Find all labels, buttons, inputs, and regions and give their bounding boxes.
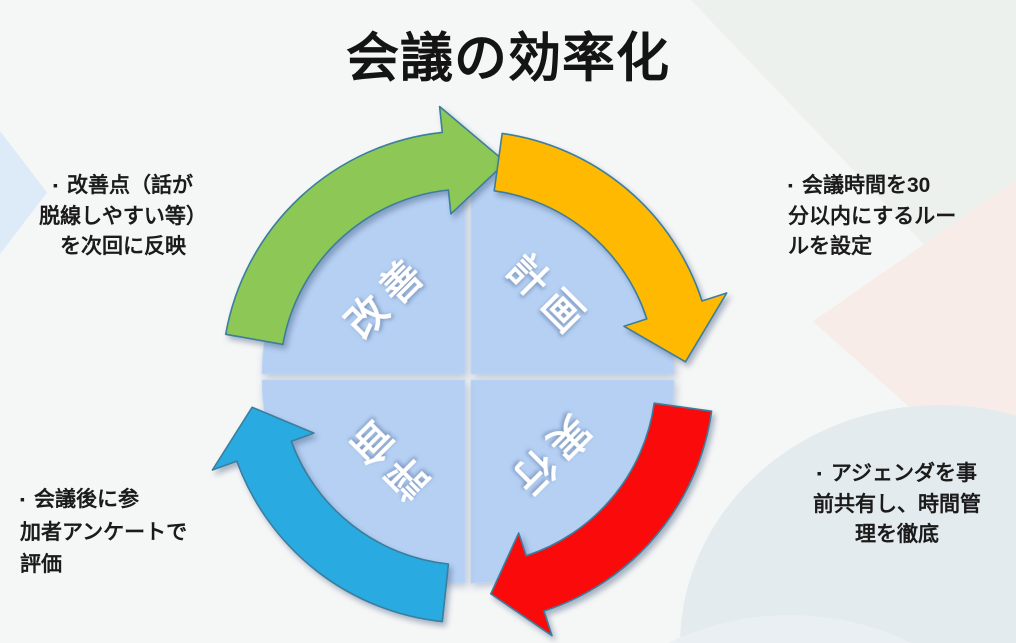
note-plan: ▪会議時間を30 分以内にするルー ルを設定 xyxy=(788,171,1012,262)
note-check: ▪会議後に参 加者アンケートで 評価 xyxy=(20,484,220,581)
note-act-text: 改善点（話が 脱線しやすい等） を次回に反映 xyxy=(39,174,207,258)
arrow-check-blue xyxy=(211,406,450,623)
arrow-act-green xyxy=(224,105,507,346)
bullet-icon: ▪ xyxy=(816,465,822,481)
arrow-plan-orange xyxy=(493,132,728,363)
note-check-text: 会議後に参 加者アンケートで 評価 xyxy=(20,488,188,576)
note-plan-text: 会議時間を30 分以内にするルー ルを設定 xyxy=(788,174,957,258)
bullet-icon: ▪ xyxy=(788,177,793,193)
bullet-icon: ▪ xyxy=(53,177,58,193)
page-title: 会議の効率化 xyxy=(346,29,670,88)
bullet-icon: ▪ xyxy=(20,491,25,507)
note-do-text: アジェンダを事 前共有し、時間管 理を徹底 xyxy=(813,462,981,546)
note-do: ▪アジェンダを事 前共有し、時間管 理を徹底 xyxy=(783,459,1011,550)
arrow-do-red xyxy=(490,402,713,637)
note-act: ▪改善点（話が 脱線しやすい等） を次回に反映 xyxy=(16,171,230,262)
pdca-cycle-diagram: 改善 計画 実行 評価 xyxy=(211,105,728,637)
